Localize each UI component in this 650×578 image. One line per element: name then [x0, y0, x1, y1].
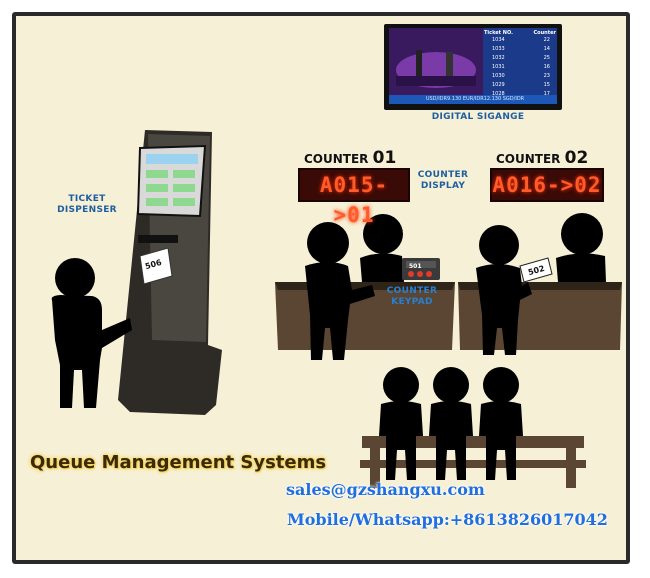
counter1-word: COUNTER	[304, 152, 369, 166]
counter-no: 14	[543, 46, 550, 52]
ticket-dispenser-label: TICKET DISPENSER	[57, 194, 117, 215]
counter1-led-display: A015->01	[298, 168, 410, 227]
counter-no: 17	[543, 91, 550, 97]
table-row: 1030 23	[484, 72, 556, 81]
table-row: 1034 22	[484, 36, 556, 45]
counter2-customer	[476, 225, 532, 355]
waiting-customers	[379, 367, 523, 480]
counter-no: 23	[543, 73, 550, 79]
signage-header-row: Ticket NO. Counter	[484, 30, 556, 36]
ticket-no: 1028	[492, 91, 505, 97]
counter-no: 16	[543, 64, 550, 70]
ticket-no: 1032	[492, 55, 505, 61]
table-row: 1029 15	[484, 81, 556, 90]
queue-ticket-502	[519, 257, 553, 283]
ticket-no: 1033	[492, 46, 505, 52]
counter-no: 22	[543, 37, 550, 43]
counter-no: 25	[543, 55, 550, 61]
counter-keypad-label: COUNTER KEYPAD	[386, 286, 438, 307]
counter2-title: COUNTER 02	[496, 148, 588, 168]
table-row: 1028 17	[484, 90, 556, 99]
table-row: 1033 14	[484, 45, 556, 54]
counter1-title: COUNTER 01	[304, 148, 396, 168]
counter-display-label: COUNTER DISPLAY	[417, 170, 469, 191]
signage-ticker: USD/IDR9.130 EUR/IDR12.130 SGD/IDR	[425, 96, 525, 102]
counter1-number: 01	[372, 148, 397, 168]
contact-email[interactable]: sales@gzshangxu.com	[286, 480, 485, 499]
counter2-number: 02	[564, 148, 589, 168]
table-row: 1032 25	[484, 54, 556, 63]
contact-phone: Mobile/Whatsapp:+8613826017042	[287, 510, 608, 529]
ticket-no: 1029	[492, 82, 505, 88]
counter-keypad	[402, 258, 440, 280]
customer-at-kiosk	[51, 258, 132, 408]
counter2-word: COUNTER	[496, 152, 561, 166]
counter-no: 15	[543, 82, 550, 88]
signage-header-ticket: Ticket NO.	[484, 30, 514, 36]
signage-header-counter: Counter	[533, 30, 556, 36]
digital-signage-label: DIGITAL SIGANGE	[431, 112, 525, 122]
headline: Queue Management Systems	[30, 452, 327, 473]
waiting-bench	[360, 436, 586, 488]
ticket-kiosk	[118, 130, 222, 415]
counter2-staff	[556, 213, 606, 282]
keypad-number: 501	[409, 263, 422, 270]
counter2-led-display: A016->02	[490, 168, 604, 202]
ticket-no: 1034	[492, 37, 505, 43]
ticket-no: 1030	[492, 73, 505, 79]
table-row: 1031 16	[484, 63, 556, 72]
digital-signage-monitor	[384, 24, 562, 110]
counter1-customer	[305, 222, 375, 360]
ticket-no: 1031	[492, 64, 505, 70]
